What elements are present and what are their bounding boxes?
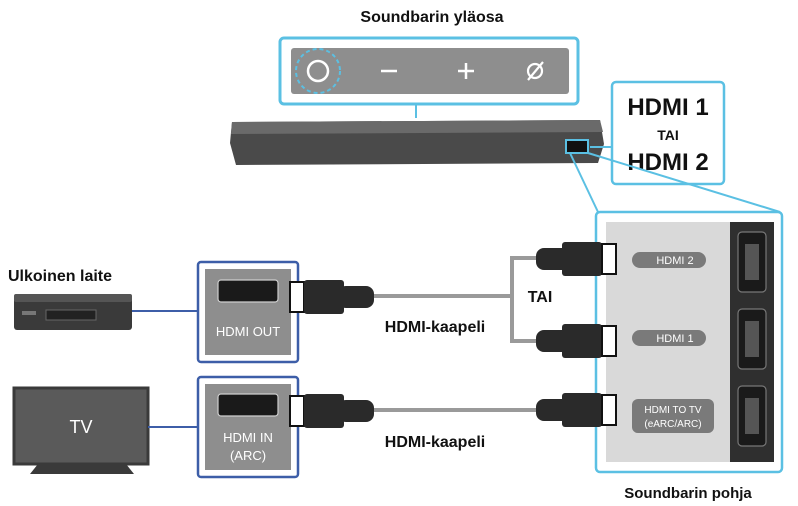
- power-icon: [295, 48, 341, 94]
- external-device-label: Ulkoinen laite: [8, 268, 112, 285]
- hdmi-out-panel: HDMI OUT: [196, 260, 300, 364]
- port-label-hdmi2: HDMI 2: [656, 255, 693, 267]
- hdmi-plug-hdmi-to-tv: [536, 393, 617, 427]
- or-label: TAI: [528, 289, 553, 306]
- port-label-earc: (eARC/ARC): [644, 419, 701, 430]
- hdmi-plug-hdmi1: [536, 324, 617, 358]
- soundbar: [230, 120, 604, 165]
- tv-icon: TV: [12, 386, 150, 474]
- callout-hdmi2: HDMI 2: [627, 149, 708, 176]
- hdmi-in-panel: HDMI IN (ARC): [196, 375, 300, 479]
- hdmi-in-label: HDMI IN: [223, 430, 273, 445]
- volume-up-icon: [458, 63, 474, 79]
- hdmi-plug-hdmi2: [536, 242, 617, 276]
- port-socket-hdmi-to-tv: [737, 385, 767, 447]
- cable-label-lower: HDMI-kaapeli: [385, 434, 485, 451]
- arc-label: (ARC): [230, 448, 266, 463]
- callout-hdmi1: HDMI 1: [627, 94, 708, 121]
- port-label-hdmi1: HDMI 1: [656, 333, 693, 345]
- external-device-icon: [14, 294, 132, 330]
- cable-upper: [372, 256, 540, 343]
- soundbar-bottom-panel: HDMI 2 HDMI 1 HDMI TO TV (eARC/ARC): [594, 210, 784, 474]
- top-control-strip: [278, 36, 580, 106]
- tv-label: TV: [69, 417, 92, 437]
- mic-off-icon: [526, 61, 544, 81]
- cable-label-upper: HDMI-kaapeli: [385, 319, 485, 336]
- port-socket-hdmi2: [737, 231, 767, 293]
- bottom-panel-title: Soundbarin pohja: [624, 485, 752, 502]
- top-panel-title: Soundbarin yläosa: [360, 9, 503, 26]
- hdmi-out-label: HDMI OUT: [216, 324, 280, 339]
- port-label-hdmi-to-tv: HDMI TO TV: [644, 405, 702, 416]
- hdmi-callout: HDMI 1 TAI HDMI 2: [590, 80, 726, 186]
- callout-or: TAI: [657, 127, 679, 143]
- hdmi-plug-out: [289, 280, 374, 314]
- hdmi-plug-in: [289, 394, 374, 428]
- port-socket-hdmi1: [737, 308, 767, 370]
